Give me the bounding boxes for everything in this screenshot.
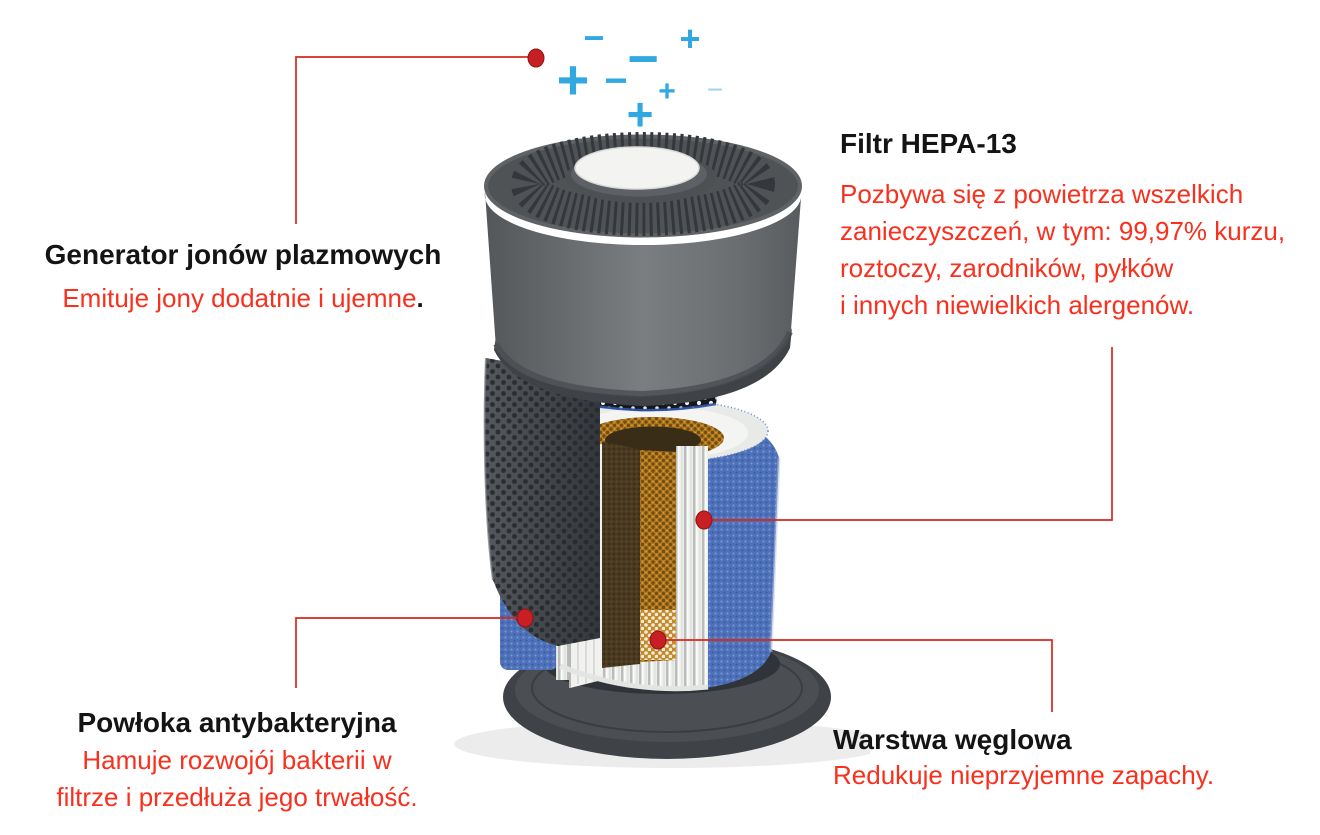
ion-minus-icon: − [706, 74, 724, 105]
antibacterial-description-line: filtrze i przedłuża jego trwałość. [56, 782, 418, 812]
label-generator: Generator jonów plazmowych Emituje jony … [17, 238, 469, 317]
generator-description-text: Emituje jony dodatnie i ujemne [62, 283, 417, 313]
top-white-cap [574, 146, 700, 190]
ion-minus-icon: − [627, 29, 659, 89]
hepa-heading: Filtr HEPA-13 [840, 128, 1017, 159]
antibacterial-heading: Powłoka antybakteryjna [77, 707, 397, 738]
label-antibacterial: Powłoka antybakteryjna Hamuje rozwojój b… [2, 704, 472, 816]
hepa-description-line: i innych niewielkich alergenów. [840, 290, 1195, 320]
ion-minus-icon: − [604, 59, 628, 103]
ion-plus-icon: + [679, 18, 701, 59]
carbon-description: Redukuje nieprzyjemne zapachy. [833, 760, 1215, 790]
hepa-description: Pozbywa się z powietrza wszelkich zaniec… [840, 176, 1285, 324]
callout-dot-generator [527, 48, 545, 68]
hepa-description-line: Pozbywa się z powietrza wszelkich [840, 179, 1244, 209]
ion-plus-icon: + [626, 88, 654, 140]
hepa-description-line: zanieczyszczeń, w tym: 99,97% kurzu, [840, 216, 1286, 246]
hepa-description-line: roztoczy, zarodników, pyłków [840, 253, 1174, 283]
label-carbon: Warstwa węglowa Redukuje nieprzyjemne za… [833, 722, 1214, 792]
top-unit [484, 132, 802, 406]
ion-plus-icon: + [658, 75, 676, 108]
carbon-heading: Warstwa węglowa [833, 724, 1072, 755]
ion-minus-icon: − [583, 17, 605, 58]
ion-plus-icon: + [556, 48, 590, 111]
generator-heading: Generator jonów plazmowych [44, 239, 442, 270]
generator-description: Emituje jony dodatnie i ujemne. [17, 280, 469, 317]
antibacterial-description-line: Hamuje rozwojój bakterii w [82, 745, 392, 775]
fan-grille [511, 132, 775, 236]
label-hepa: Filtr HEPA-13 Pozbywa się z powietrza ws… [840, 128, 1285, 324]
air-purifier-illustration [454, 132, 870, 768]
generator-description-period: . [416, 283, 424, 313]
perforated-sleeve [483, 357, 600, 646]
carbon-layer-front [640, 450, 676, 662]
